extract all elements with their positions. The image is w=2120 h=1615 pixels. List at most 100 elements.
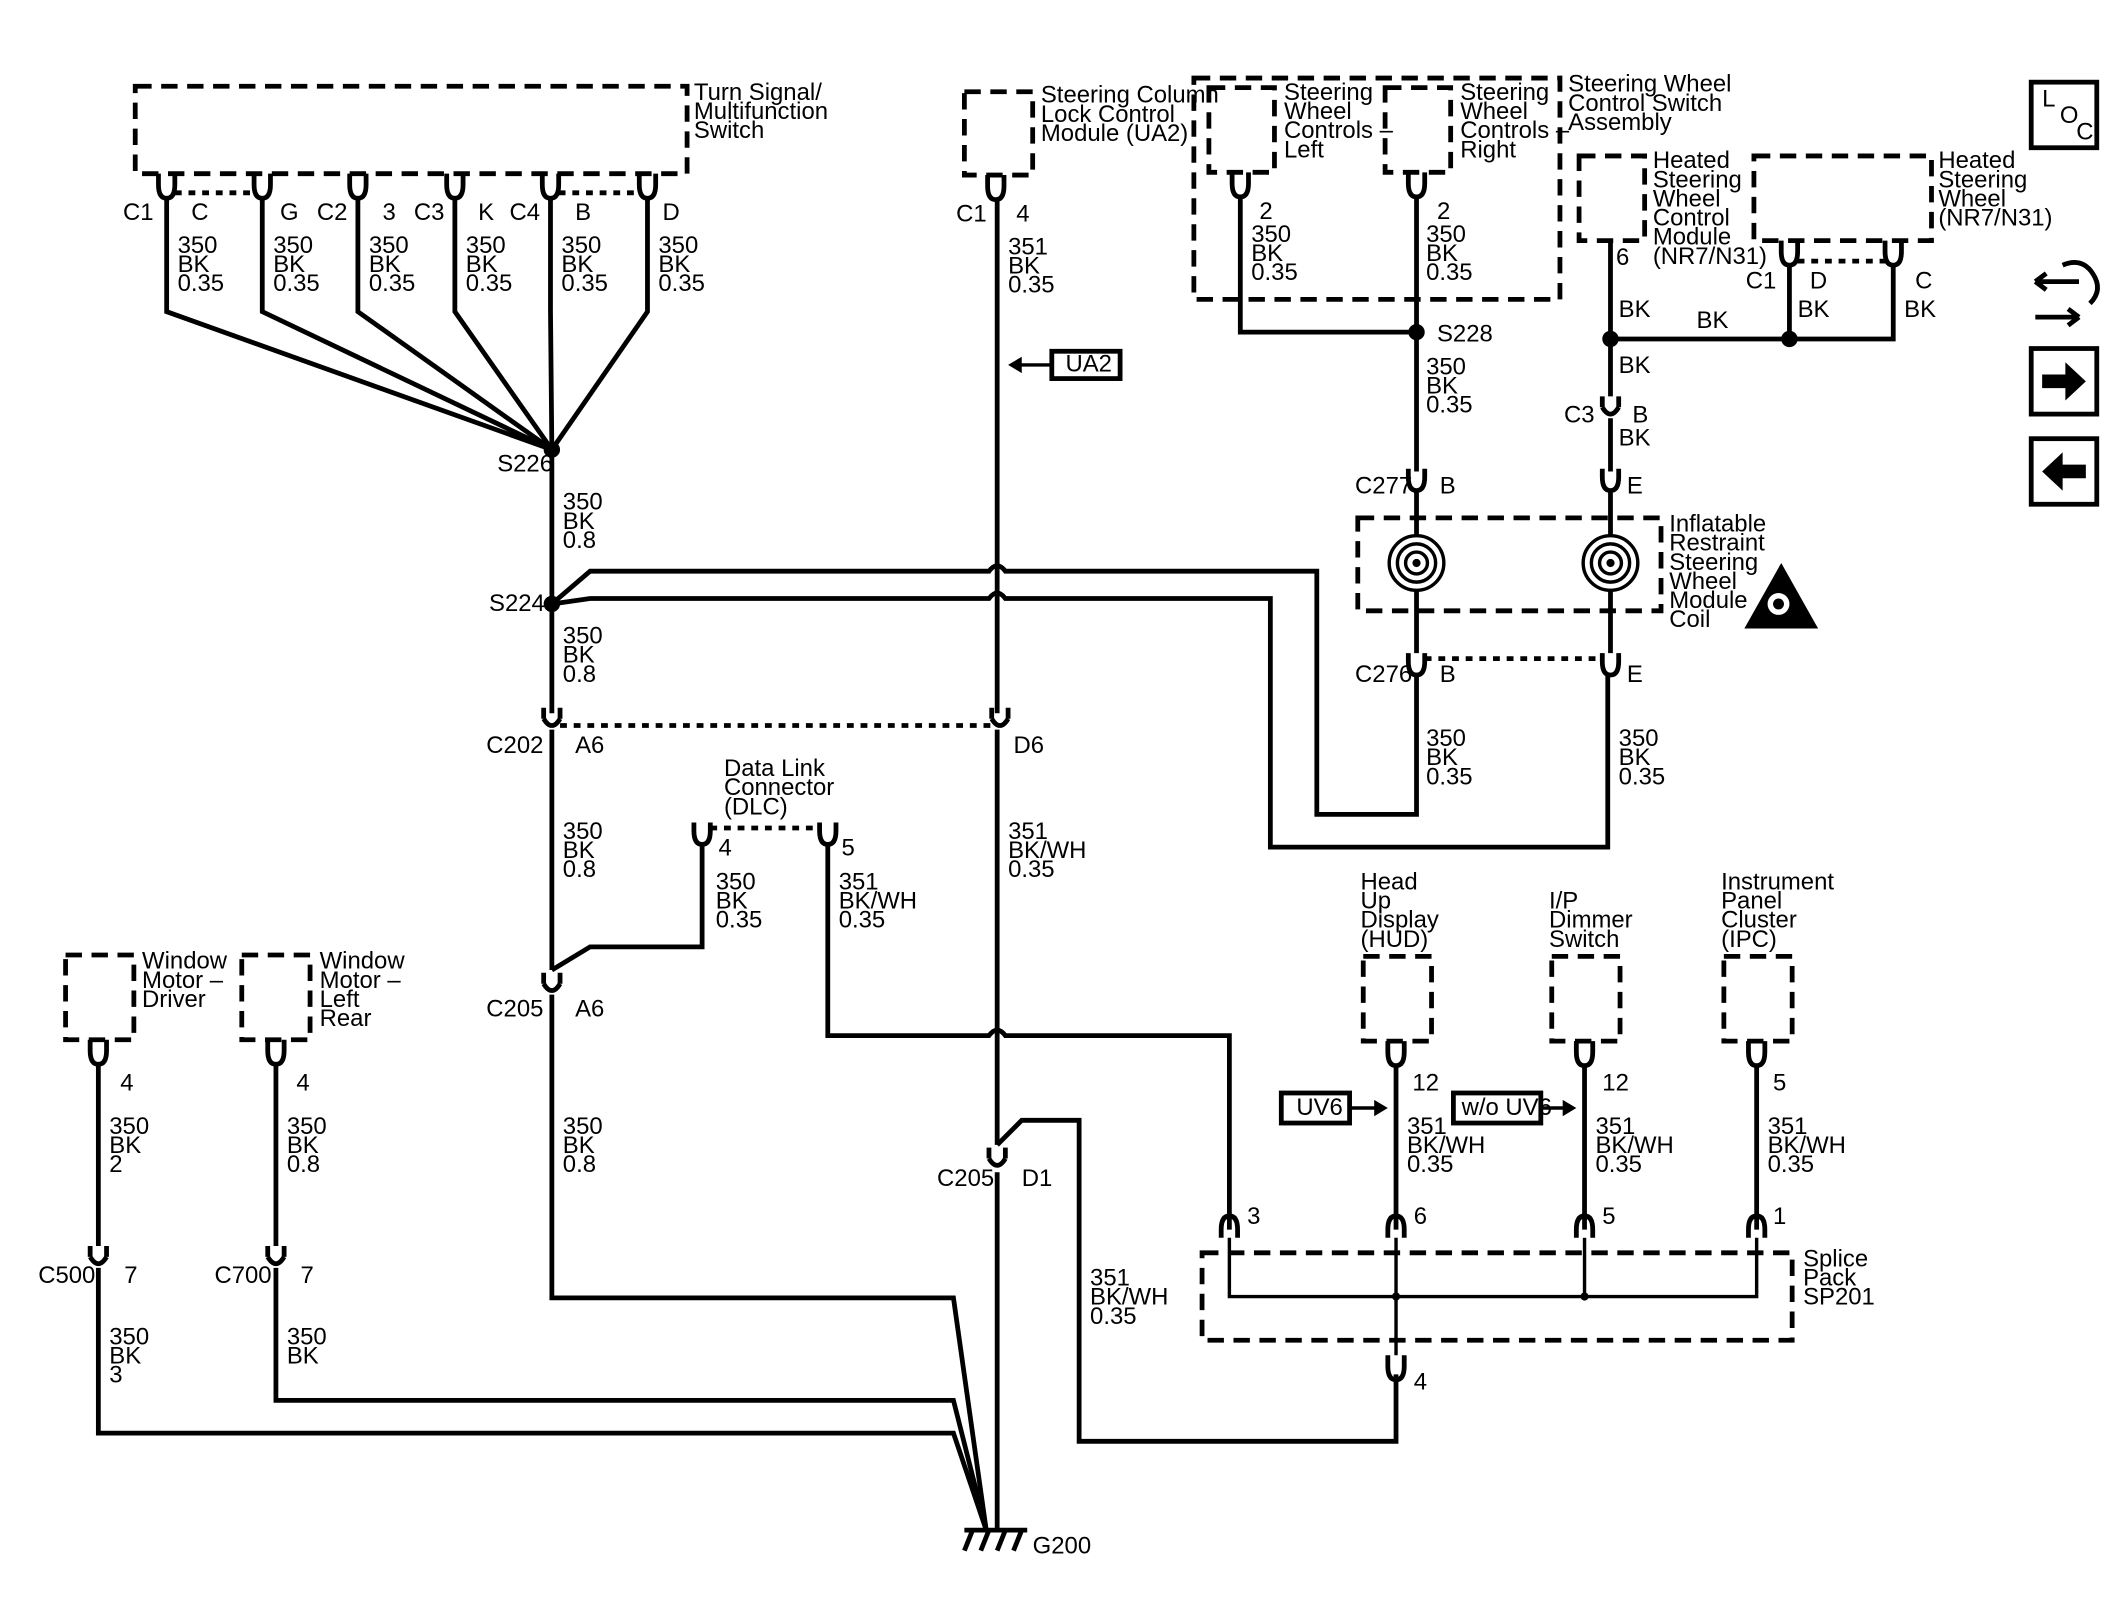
- next-arrow-button[interactable]: [2028, 346, 2100, 417]
- svg-text:Steering: Steering: [1460, 79, 1549, 106]
- svg-text:350: 350: [561, 232, 601, 259]
- svg-text:350: 350: [563, 623, 603, 650]
- svg-text:Instrument: Instrument: [1721, 868, 1834, 895]
- svg-text:BK/WH: BK/WH: [839, 888, 917, 915]
- swc-right-box: [1382, 85, 1454, 175]
- svg-text:D1: D1: [1022, 1165, 1053, 1192]
- svg-text:Window: Window: [320, 948, 406, 975]
- svg-text:Window: Window: [142, 948, 228, 975]
- svg-text:(NR7/N31): (NR7/N31): [1653, 243, 1767, 270]
- svg-text:0.35: 0.35: [1426, 259, 1473, 286]
- svg-text:351: 351: [1407, 1113, 1447, 1140]
- svg-text:E: E: [1627, 661, 1643, 688]
- coil-spiral-left: [1387, 533, 1446, 593]
- svg-text:BK: BK: [466, 251, 498, 278]
- svg-text:BK: BK: [1426, 240, 1458, 267]
- svg-text:5: 5: [1602, 1203, 1615, 1230]
- svg-text:2: 2: [1437, 198, 1450, 225]
- svg-text:351: 351: [1008, 818, 1048, 845]
- svg-text:Left: Left: [1284, 136, 1324, 163]
- svg-text:w/o UV6: w/o UV6: [1461, 1094, 1552, 1121]
- svg-text:351: 351: [1595, 1113, 1635, 1140]
- svg-text:C: C: [1915, 267, 1932, 294]
- svg-text:Control: Control: [1653, 205, 1730, 232]
- connector-view-icon[interactable]: [2033, 260, 2100, 328]
- steering-column-lock-module: Steering Column Lock Control Module (UA2…: [956, 82, 1219, 299]
- svg-text:Steering: Steering: [1653, 166, 1742, 193]
- s224-to-coil-wires: [550, 563, 1611, 850]
- svg-text:0.35: 0.35: [658, 270, 705, 297]
- svg-text:3: 3: [1247, 1203, 1260, 1230]
- svg-text:350: 350: [563, 1113, 603, 1140]
- svg-text:I/P: I/P: [1549, 888, 1578, 915]
- svg-text:C1: C1: [956, 200, 987, 227]
- svg-text:BK: BK: [178, 251, 210, 278]
- svg-text:350: 350: [1426, 725, 1466, 752]
- splice-s226-label: S226: [497, 450, 553, 477]
- svg-text:Steering Column: Steering Column: [1041, 82, 1219, 109]
- svg-text:0.8: 0.8: [563, 527, 596, 554]
- svg-text:5: 5: [1773, 1069, 1786, 1096]
- turn-signal-wires: [164, 198, 650, 452]
- prev-arrow-button[interactable]: [2028, 436, 2100, 507]
- svg-text:Coil: Coil: [1669, 606, 1710, 633]
- svg-text:351: 351: [839, 868, 879, 895]
- svg-text:BK: BK: [369, 251, 401, 278]
- svg-text:C: C: [2076, 119, 2093, 146]
- svg-text:350: 350: [287, 1113, 327, 1140]
- svg-text:0.35: 0.35: [178, 270, 225, 297]
- svg-text:B: B: [1440, 472, 1456, 499]
- window-motor-left-rear: Window Motor – Left Rear 4 350 BK 0.8 C7…: [214, 948, 989, 1531]
- svg-text:12: 12: [1412, 1069, 1439, 1096]
- svg-text:Module (UA2): Module (UA2): [1041, 120, 1188, 147]
- trunk-wire-bottom: [549, 994, 989, 1531]
- svg-text:7: 7: [301, 1262, 314, 1289]
- svg-text:B: B: [1632, 401, 1648, 428]
- svg-text:BK: BK: [1619, 296, 1651, 323]
- splice-s228-label: S228: [1437, 321, 1493, 348]
- svg-text:Wheel: Wheel: [1653, 185, 1721, 212]
- svg-text:0.35: 0.35: [1768, 1151, 1815, 1178]
- svg-text:0.35: 0.35: [1426, 392, 1473, 419]
- svg-text:0.8: 0.8: [563, 1151, 596, 1178]
- svg-text:350: 350: [109, 1113, 149, 1140]
- svg-text:Display: Display: [1361, 907, 1439, 934]
- svg-text:Lock Control: Lock Control: [1041, 101, 1175, 128]
- svg-text:Inflatable: Inflatable: [1669, 511, 1766, 538]
- svg-text:4: 4: [719, 834, 732, 861]
- ua2-option-flag: UA2: [1008, 348, 1123, 381]
- svg-text:G200: G200: [1033, 1532, 1091, 1559]
- svg-text:BK: BK: [287, 1132, 319, 1159]
- svg-text:12: 12: [1602, 1069, 1629, 1096]
- svg-text:Control Switch: Control Switch: [1568, 90, 1722, 117]
- svg-text:Connector: Connector: [724, 774, 834, 801]
- svg-text:2: 2: [109, 1151, 122, 1178]
- svg-text:0.35: 0.35: [273, 270, 320, 297]
- svg-text:A6: A6: [575, 995, 604, 1022]
- svg-text:0.35: 0.35: [839, 907, 885, 934]
- svg-text:351: 351: [1768, 1113, 1808, 1140]
- svg-text:Up: Up: [1361, 888, 1392, 915]
- pin-k: K: [478, 199, 494, 226]
- svg-text:Wheel: Wheel: [1460, 98, 1528, 125]
- svg-text:C277: C277: [1355, 472, 1412, 499]
- svg-text:L: L: [2042, 86, 2055, 113]
- svg-text:0.35: 0.35: [1407, 1151, 1454, 1178]
- turn-signal-switch-label-3: Switch: [694, 117, 764, 144]
- svg-text:0.35: 0.35: [1008, 856, 1054, 883]
- pin-c: C: [191, 199, 208, 226]
- svg-text:Driver: Driver: [142, 986, 206, 1013]
- svg-text:BK: BK: [273, 251, 305, 278]
- airbag-warning-icon: [1744, 562, 1819, 629]
- connector-c205-a6: C205 A6: [486, 972, 604, 1022]
- svg-text:BK: BK: [563, 837, 595, 864]
- loc-button[interactable]: L O C: [2028, 79, 2100, 151]
- svg-text:C700: C700: [214, 1262, 271, 1289]
- svg-text:350: 350: [287, 1323, 327, 1350]
- svg-text:Motor –: Motor –: [142, 967, 224, 994]
- turn-signal-switch-label-2: Multifunction: [694, 98, 828, 125]
- svg-text:Pack: Pack: [1803, 1265, 1856, 1292]
- svg-text:O: O: [2060, 102, 2079, 129]
- svg-text:BK: BK: [1426, 373, 1458, 400]
